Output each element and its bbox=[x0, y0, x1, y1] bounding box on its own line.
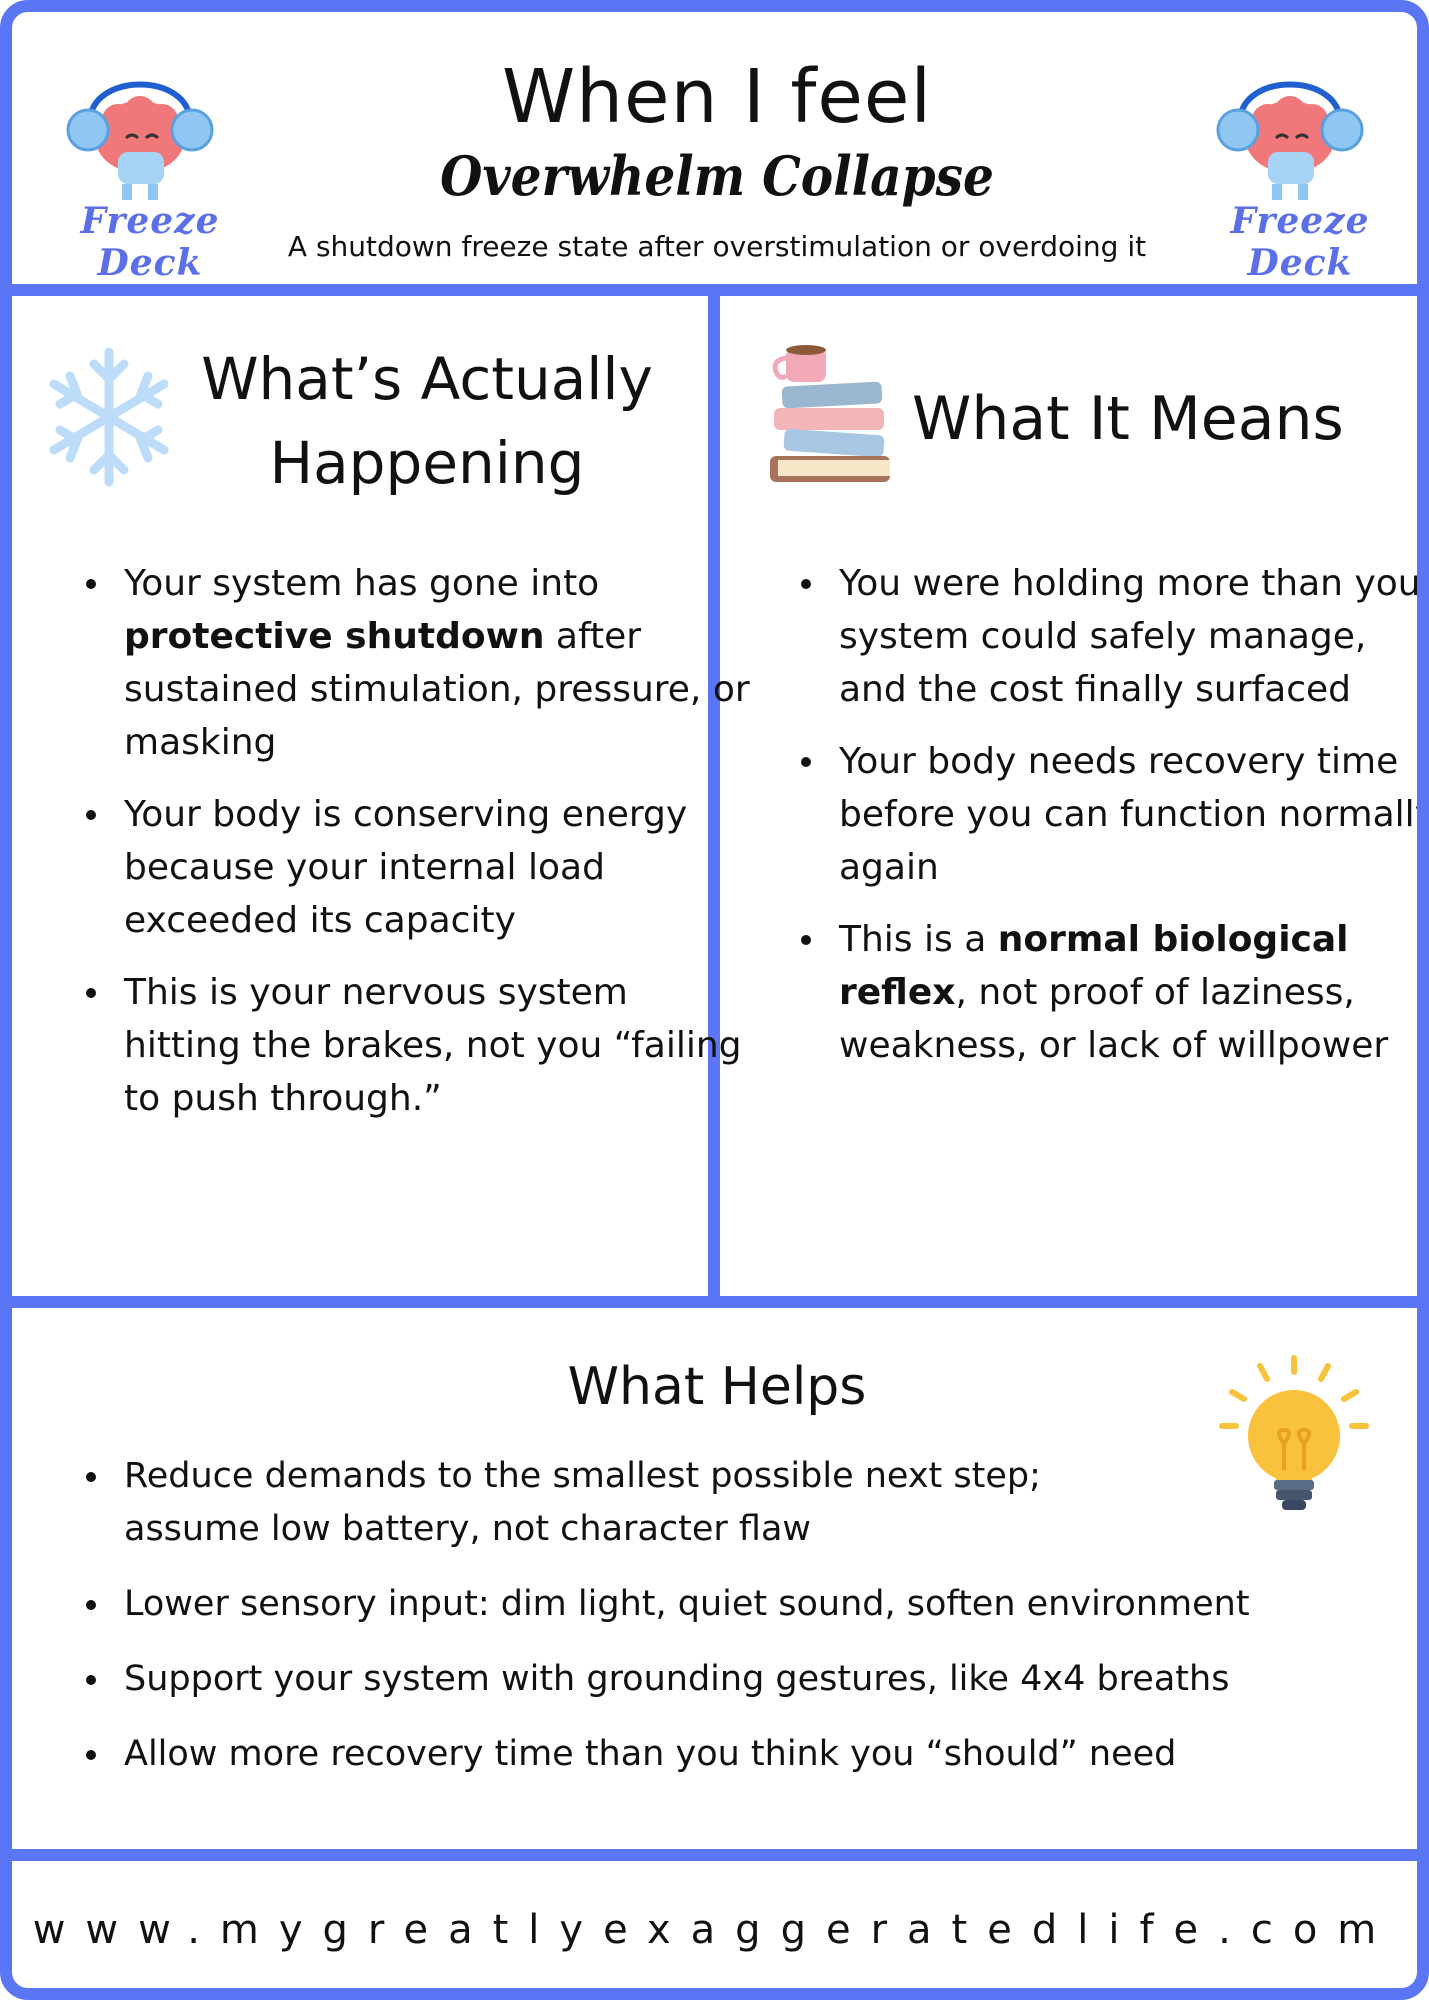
list-item: Your body is conserving energy because y… bbox=[86, 788, 754, 947]
books-icon bbox=[770, 345, 890, 482]
middle-divider bbox=[12, 1296, 1417, 1308]
lightbulb-icon bbox=[1219, 1355, 1369, 1510]
brain-mascot-icon bbox=[1216, 81, 1364, 200]
column-divider bbox=[708, 296, 720, 1306]
snowflake-icon bbox=[49, 347, 169, 487]
brand-label-right: Freeze Deck bbox=[1230, 200, 1370, 284]
mascot-right: Freeze Deck bbox=[1210, 52, 1390, 284]
list-item: This is your nervous system hitting the … bbox=[86, 966, 754, 1125]
section-title-happening-line2: Happening bbox=[269, 429, 585, 497]
happening-list: Your system has gone into protective shu… bbox=[79, 557, 754, 1144]
page-title: When I feel bbox=[501, 54, 933, 140]
section-title-means: What It Means bbox=[912, 384, 1344, 454]
means-list: You were holding more than your system c… bbox=[794, 557, 1417, 1091]
list-item: Lower sensory input: dim light, quiet so… bbox=[86, 1578, 1417, 1631]
list-item: This is a normal biological reflex, not … bbox=[801, 913, 1417, 1072]
mascot-left: Freeze Deck bbox=[60, 52, 240, 284]
list-item: Your body needs recovery time before you… bbox=[801, 735, 1417, 894]
list-item: Reduce demands to the smallest possible … bbox=[86, 1450, 1184, 1556]
footer-website-link[interactable]: www.mygreatlyexaggeratedlife.com bbox=[32, 1907, 1397, 1953]
brand-label-left: Freeze Deck bbox=[80, 200, 220, 284]
helps-list: Reduce demands to the smallest possible … bbox=[79, 1450, 1417, 1803]
brain-mascot-icon bbox=[66, 81, 214, 200]
footer-divider bbox=[12, 1849, 1417, 1861]
list-item: Allow more recovery time than you think … bbox=[86, 1728, 1417, 1781]
section-title-happening-line1: What’s Actually bbox=[201, 345, 653, 413]
list-item: Support your system with grounding gestu… bbox=[86, 1653, 1417, 1706]
section-title-helps: What Helps bbox=[567, 1357, 867, 1417]
list-item: You were holding more than your system c… bbox=[801, 557, 1417, 716]
page-tagline: A shutdown freeze state after overstimul… bbox=[287, 230, 1147, 263]
page-subtitle: Overwhelm Collapse bbox=[440, 144, 994, 208]
header-divider bbox=[12, 284, 1417, 296]
section-title-happening: What’s Actually Happening bbox=[172, 337, 682, 505]
list-item: Your system has gone into protective shu… bbox=[86, 557, 754, 769]
